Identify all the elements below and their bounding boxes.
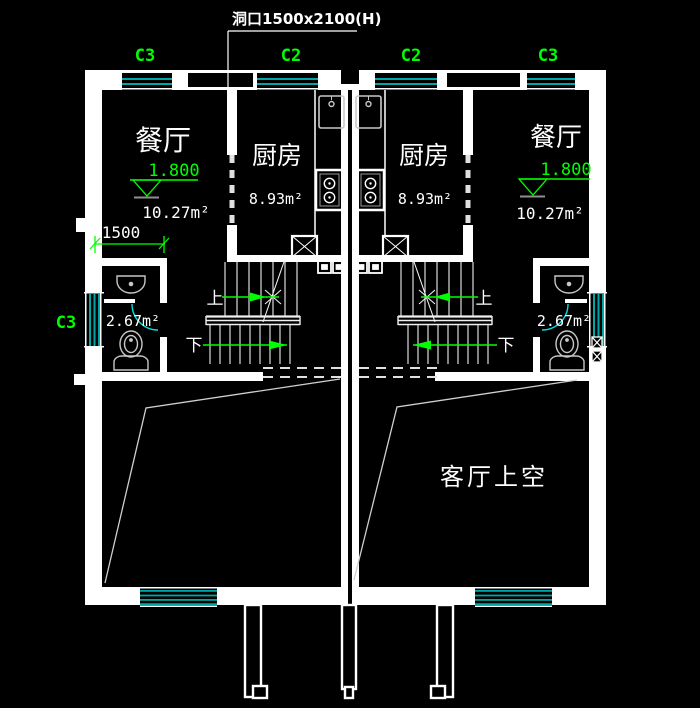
opening-leader: [227, 30, 357, 88]
stair-up-arrow: [222, 292, 279, 302]
window-c2-right: [375, 78, 437, 90]
staircase-right: [397, 258, 497, 364]
window-c3-top-left: [122, 78, 172, 90]
stair-break-line: [412, 258, 436, 323]
duct-shaft-icon: [591, 336, 603, 363]
room-label-living-void: 客厅上空: [440, 463, 548, 491]
level-marker-left: [130, 179, 198, 199]
flue-shaft-icon: [381, 234, 410, 259]
walls: [74, 70, 606, 605]
window-tag-c2-left: C2: [281, 46, 301, 66]
washbasin-icon: [116, 275, 146, 294]
stair-down-label-right: 下: [498, 336, 515, 356]
window-bottom-right: [475, 587, 552, 607]
stair-down-label-left: 下: [186, 336, 203, 356]
stair-down-arrow: [413, 340, 497, 350]
window-c2-left: [257, 78, 318, 90]
kitchen-fittings: [290, 90, 410, 274]
bathroom-fixtures: [113, 275, 603, 371]
area-label-bath-right: 2.67m²: [537, 312, 591, 330]
stair-break-line: [262, 258, 286, 323]
stair-up-label-right: 上: [476, 289, 493, 309]
stove-icon: [355, 168, 386, 212]
room-label-kitchen-right: 厨房: [399, 141, 449, 170]
level-value-left: 1.800: [148, 161, 199, 181]
stair-up-label-left: 上: [207, 289, 224, 309]
vent-box-icon: [317, 260, 383, 274]
opening-dimension-label: 洞口1500x2100(H): [232, 10, 381, 28]
window-bottom-left: [140, 587, 217, 607]
toilet-icon: [113, 330, 149, 371]
window-tag-c2-right: C2: [401, 46, 421, 66]
stair-landing: [205, 315, 301, 326]
level-marker-right: [517, 178, 590, 198]
void-marking-lines: [104, 378, 578, 584]
washbasin-icon: [554, 275, 584, 294]
window-tag-c3-top-left: C3: [135, 46, 155, 66]
door-swing-arc: [131, 303, 159, 331]
window-c3-top-right: [527, 78, 575, 90]
window-tag-c3-top-right: C3: [538, 46, 558, 66]
area-label-kitchen-right: 8.93m²: [398, 190, 452, 208]
window-c3-side-left: [84, 292, 104, 348]
toilet-icon: [549, 330, 585, 371]
dimension-1500: [89, 236, 170, 253]
area-label-kitchen-left: 8.93m²: [249, 190, 303, 208]
dashed-lines: [229, 155, 471, 378]
stair-up-arrow: [421, 292, 478, 302]
area-label-bath-left: 2.67m²: [106, 312, 160, 330]
area-label-dining-right: 10.27m²: [516, 204, 583, 223]
kitchen-sink-icon: [318, 95, 345, 129]
stove-icon: [314, 168, 345, 212]
room-label-dining-left: 餐厅: [135, 124, 191, 157]
room-label-dining-right: 餐厅: [530, 123, 582, 153]
level-value-right: 1.800: [540, 160, 591, 180]
kitchen-sink-icon: [355, 95, 382, 129]
window-tag-c3-side-left: C3: [56, 313, 76, 333]
stair-landing: [397, 315, 493, 326]
door-swing-arc: [541, 303, 569, 331]
area-label-dining-left: 10.27m²: [142, 203, 209, 222]
stair-down-arrow: [203, 340, 287, 350]
flue-shaft-icon: [290, 234, 319, 259]
stair-treads-upper: [224, 262, 298, 316]
room-label-kitchen-left: 厨房: [252, 141, 302, 170]
staircase-left: [203, 258, 301, 364]
dimension-text-1500: 1500: [102, 223, 141, 242]
stair-treads-upper: [400, 262, 474, 316]
entry-porch-walls: [243, 603, 455, 700]
